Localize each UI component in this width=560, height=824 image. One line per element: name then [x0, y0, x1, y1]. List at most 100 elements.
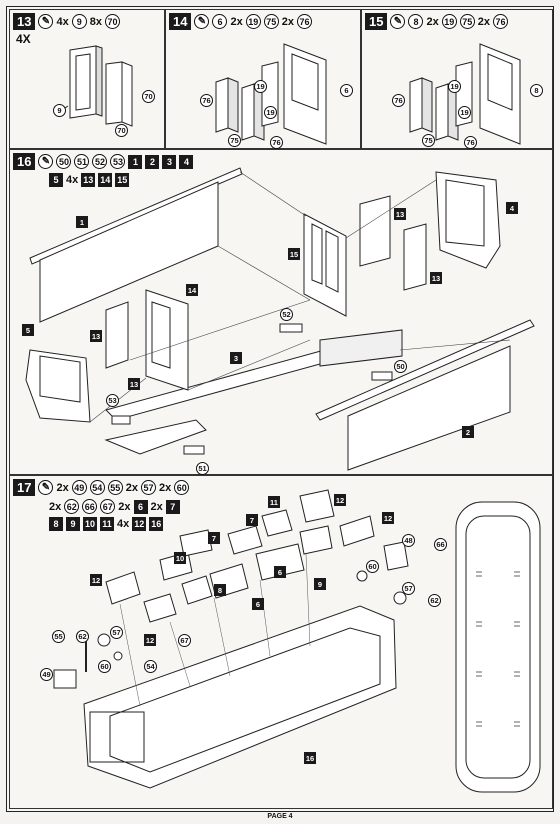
part-ref: 9	[71, 14, 87, 29]
part-ref: 66	[82, 499, 98, 514]
part-ref: 8	[49, 517, 63, 531]
part-ref: 3	[162, 154, 177, 169]
part-label: 76	[392, 94, 405, 107]
part-ref: 9	[66, 517, 80, 531]
step-16-drawing	[25, 167, 535, 471]
part-ref: 19	[441, 14, 457, 29]
step-17-panel: 17 ✎ 2x 49 54 55 2x 57 2x 60 2x 62 66 67…	[9, 475, 553, 809]
part-ref: 55	[107, 480, 123, 495]
part-qty: 2x	[230, 15, 243, 28]
part-qty: 2x	[281, 15, 294, 28]
step-14-panel: 14 ✎ 6 2x 19 75 2x 76 76 19 19 6 75 76	[165, 9, 361, 149]
part-label: 8	[214, 584, 226, 596]
glue-icon: ✎	[38, 480, 54, 495]
part-label: 76	[200, 94, 213, 107]
part-ref: 53	[110, 154, 126, 169]
step-17-drawing	[53, 489, 541, 793]
part-qty: 2x	[56, 481, 69, 494]
part-label: 16	[304, 752, 316, 764]
glue-icon: ✎	[38, 14, 54, 29]
part-ref: 49	[71, 480, 87, 495]
part-ref: 8	[408, 14, 424, 29]
glue-icon: ✎	[390, 14, 406, 29]
part-label: 2	[462, 426, 474, 438]
part-label: 6	[252, 598, 264, 610]
part-qty: 4x	[66, 174, 79, 186]
page-number: PAGE 4	[267, 813, 293, 820]
step-number: 14	[169, 13, 192, 30]
part-qty: 2x	[477, 15, 490, 28]
part-ref: 76	[296, 14, 312, 29]
part-label: 13	[90, 330, 102, 342]
part-ref: 16	[149, 517, 164, 531]
part-label: 15	[288, 248, 300, 260]
part-label: 12	[90, 574, 102, 586]
part-label: 57	[110, 626, 123, 639]
part-label: 4	[506, 202, 518, 214]
part-label: 60	[98, 660, 111, 673]
part-label: 49	[40, 668, 53, 681]
part-label: 75	[422, 134, 435, 147]
step-number: 17	[13, 479, 36, 496]
step-16-panel: 16 ✎ 50 51 52 53 1 2 3 4 5 4x 13 14 15	[9, 149, 553, 475]
repeat-count: 4X	[16, 32, 31, 46]
part-label: 19	[448, 80, 461, 93]
step-number: 16	[13, 153, 36, 170]
part-label: 51	[196, 462, 209, 475]
part-label: 6	[274, 566, 286, 578]
part-ref: 12	[132, 517, 147, 531]
part-label: 76	[270, 136, 283, 149]
part-label: 1	[76, 216, 88, 228]
part-ref: 14	[98, 173, 113, 187]
part-label: 13	[394, 208, 406, 220]
part-label: 54	[144, 660, 157, 673]
step-13-header: 13 ✎ 4x 9 8x 70	[13, 13, 120, 30]
part-label: 11	[268, 496, 280, 508]
part-ref: 11	[100, 517, 115, 531]
step-13-drawing	[61, 45, 133, 127]
part-ref: 75	[459, 14, 475, 29]
part-label: 62	[76, 630, 89, 643]
part-ref: 60	[174, 480, 190, 495]
part-label: 66	[434, 538, 447, 551]
part-ref: 13	[81, 173, 96, 187]
part-ref: 7	[165, 499, 180, 514]
part-ref: 54	[89, 480, 105, 495]
step-15-drawing	[409, 43, 521, 145]
part-label: 12	[334, 494, 346, 506]
part-label: 13	[128, 378, 140, 390]
part-label: 50	[394, 360, 407, 373]
part-qty: 2x	[118, 500, 131, 513]
instruction-sheet: 13 ✎ 4x 9 8x 70 4X 9 70 70 14 ✎ 6	[6, 6, 554, 812]
part-label: 14	[186, 284, 198, 296]
part-label: 48	[402, 534, 415, 547]
part-label: 70	[115, 124, 128, 137]
part-ref: 6	[133, 499, 148, 514]
part-ref: 5	[49, 173, 63, 187]
part-qty: 4x	[56, 15, 69, 28]
step-number: 13	[13, 13, 36, 30]
part-label: 19	[458, 106, 471, 119]
glue-icon: ✎	[38, 154, 54, 169]
part-ref: 67	[100, 499, 116, 514]
part-label: 9	[53, 104, 66, 117]
part-ref: 4	[179, 154, 194, 169]
part-qty: 8x	[89, 15, 102, 28]
step-13-panel: 13 ✎ 4x 9 8x 70 4X 9 70 70	[9, 9, 165, 149]
part-label: 57	[402, 582, 415, 595]
part-label: 3	[230, 352, 242, 364]
part-ref: 70	[104, 14, 120, 29]
part-qty: 4x	[117, 518, 130, 530]
part-label: 52	[280, 308, 293, 321]
part-ref: 76	[492, 14, 508, 29]
part-label: 60	[366, 560, 379, 573]
part-label: 67	[178, 634, 191, 647]
part-label: 12	[382, 512, 394, 524]
part-label: 75	[228, 134, 241, 147]
part-label: 7	[246, 514, 258, 526]
part-qty: 2x	[49, 500, 62, 513]
step-number: 15	[365, 13, 388, 30]
part-label: 55	[52, 630, 65, 643]
part-label: 8	[530, 84, 543, 97]
part-label: 12	[144, 634, 156, 646]
